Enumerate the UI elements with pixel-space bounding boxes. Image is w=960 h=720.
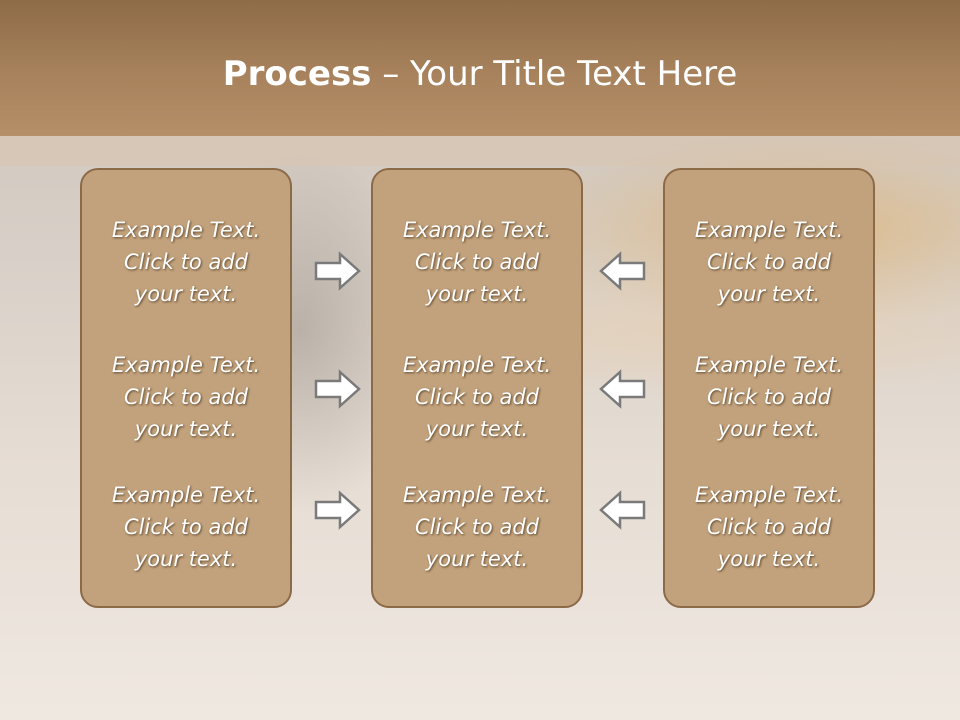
slide-title[interactable]: Process – Your Title Text Here: [0, 50, 960, 98]
arrow-right-icon: [314, 490, 361, 530]
arrow-left-icon: [599, 369, 646, 409]
arrow-left-icon: [599, 251, 646, 291]
title-rest: – Your Title Text Here: [371, 54, 738, 94]
title-bold: Process: [222, 54, 372, 94]
title-bar-band: [0, 136, 960, 166]
arrow-right-icon: [314, 369, 361, 409]
arrow-left-icon: [599, 490, 646, 530]
arrow-right-icon: [314, 251, 361, 291]
title-bar: [0, 0, 960, 136]
